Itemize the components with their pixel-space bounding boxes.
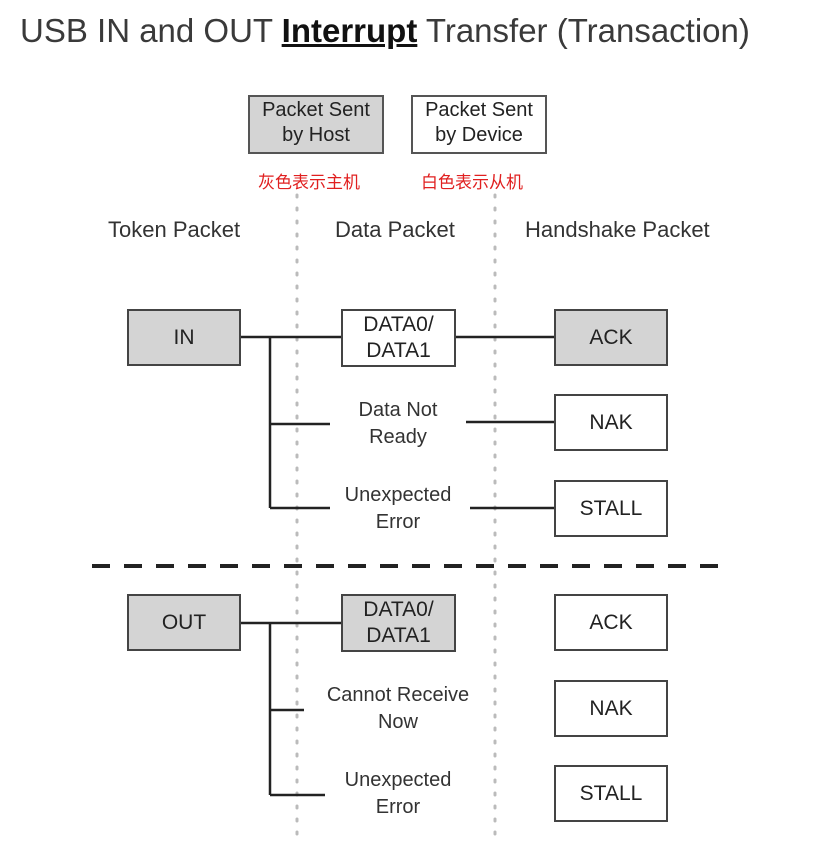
out-nak-packet: NAK — [554, 680, 668, 737]
in-unexpected-error-label: Unexpected Error — [330, 482, 466, 536]
title-suffix: Transfer (Transaction) — [417, 12, 750, 49]
out-outcome2-line2: Now — [377, 711, 418, 733]
in-data-not-ready-label: Data Not Ready — [330, 397, 466, 451]
in-outcome2-line1: Data Not — [358, 399, 438, 421]
in-stall-packet: STALL — [554, 480, 668, 537]
in-token-packet: IN — [127, 309, 241, 366]
out-outcome2-line1: Cannot Receive — [326, 684, 470, 706]
in-data-line1: DATA0/ — [363, 313, 434, 336]
in-data-line2: DATA1 — [366, 339, 431, 362]
in-nak-packet: NAK — [554, 394, 668, 451]
title-emphasis: Interrupt — [281, 12, 418, 49]
out-cannot-receive-label: Cannot Receive Now — [306, 682, 490, 736]
out-token-packet: OUT — [127, 594, 241, 651]
out-unexpected-error-label: Unexpected Error — [330, 767, 466, 821]
column-header-handshake: Handshake Packet — [525, 217, 710, 242]
column-header-data: Data Packet — [335, 217, 455, 242]
out-branch-lines — [241, 621, 342, 797]
legend-device-line1: Packet Sent — [425, 99, 533, 121]
legend-device-box: Packet Sent by Device — [411, 95, 547, 154]
legend-device-note: 白色表示从机 — [421, 173, 523, 193]
out-stall-packet: STALL — [554, 765, 668, 822]
in-branch-lines — [241, 335, 554, 510]
in-data-packet: DATA0/ DATA1 — [341, 309, 456, 367]
column-header-token: Token Packet — [108, 217, 241, 242]
in-outcome3-line1: Unexpected — [344, 484, 452, 506]
diagram-title: USB IN and OUT Interrupt Transfer (Trans… — [20, 12, 750, 50]
legend-host-line2: by Host — [282, 124, 350, 146]
legend-device-line2: by Device — [435, 124, 523, 146]
in-outcome3-line2: Error — [375, 511, 421, 533]
legend-host-box: Packet Sent by Host — [248, 95, 384, 154]
column-dividers — [295, 193, 497, 842]
out-ack-packet: ACK — [554, 594, 668, 651]
out-outcome3-line2: Error — [375, 796, 421, 818]
out-data-line1: DATA0/ — [363, 598, 434, 621]
legend-host-line1: Packet Sent — [262, 99, 370, 121]
title-prefix: USB IN and OUT — [20, 12, 282, 49]
out-data-packet: DATA0/ DATA1 — [341, 594, 456, 652]
legend-host-note: 灰色表示主机 — [258, 173, 360, 193]
out-data-line2: DATA1 — [366, 624, 431, 647]
in-ack-packet: ACK — [554, 309, 668, 366]
out-outcome3-line1: Unexpected — [344, 769, 452, 791]
in-outcome2-line2: Ready — [369, 426, 427, 448]
